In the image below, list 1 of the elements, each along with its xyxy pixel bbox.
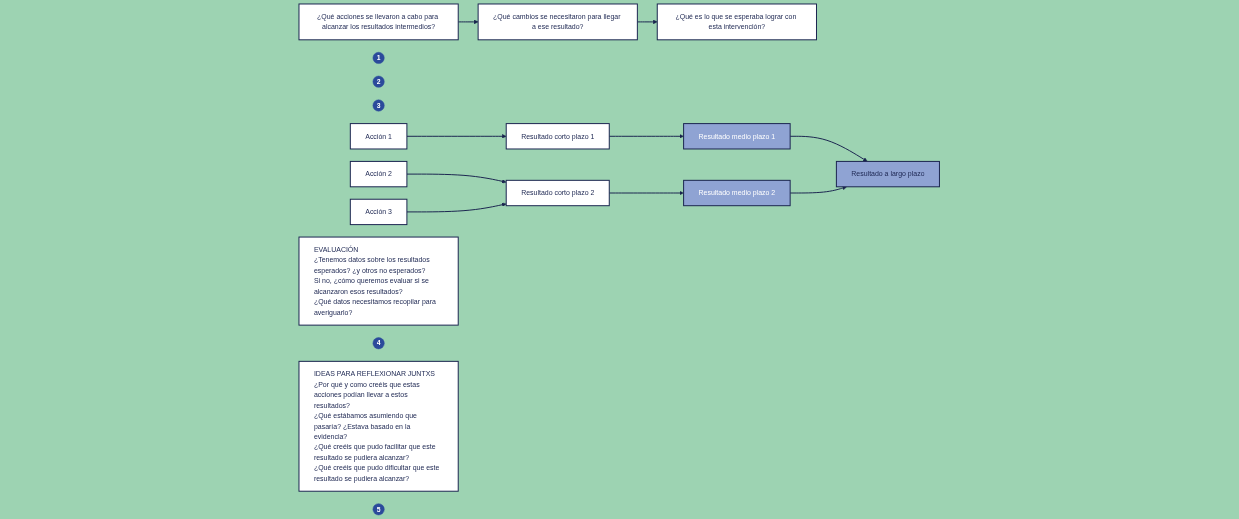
arrow bbox=[789, 135, 868, 162]
